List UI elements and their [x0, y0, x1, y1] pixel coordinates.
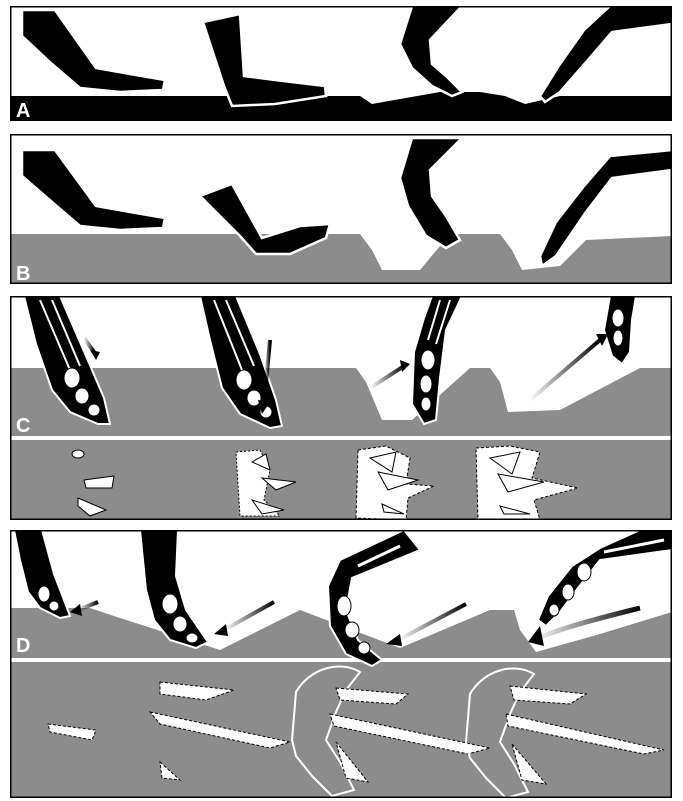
- panel-a: A: [10, 6, 672, 122]
- panel-c: C: [10, 296, 672, 520]
- panel-label-d: D: [16, 635, 30, 657]
- panel-b: B: [10, 134, 672, 285]
- panel-label-c: C: [16, 415, 30, 437]
- firm-ground: [10, 92, 672, 121]
- panel-d: D: [10, 530, 672, 798]
- panel-label-a: A: [16, 100, 30, 122]
- panel-label-b: B: [16, 263, 30, 285]
